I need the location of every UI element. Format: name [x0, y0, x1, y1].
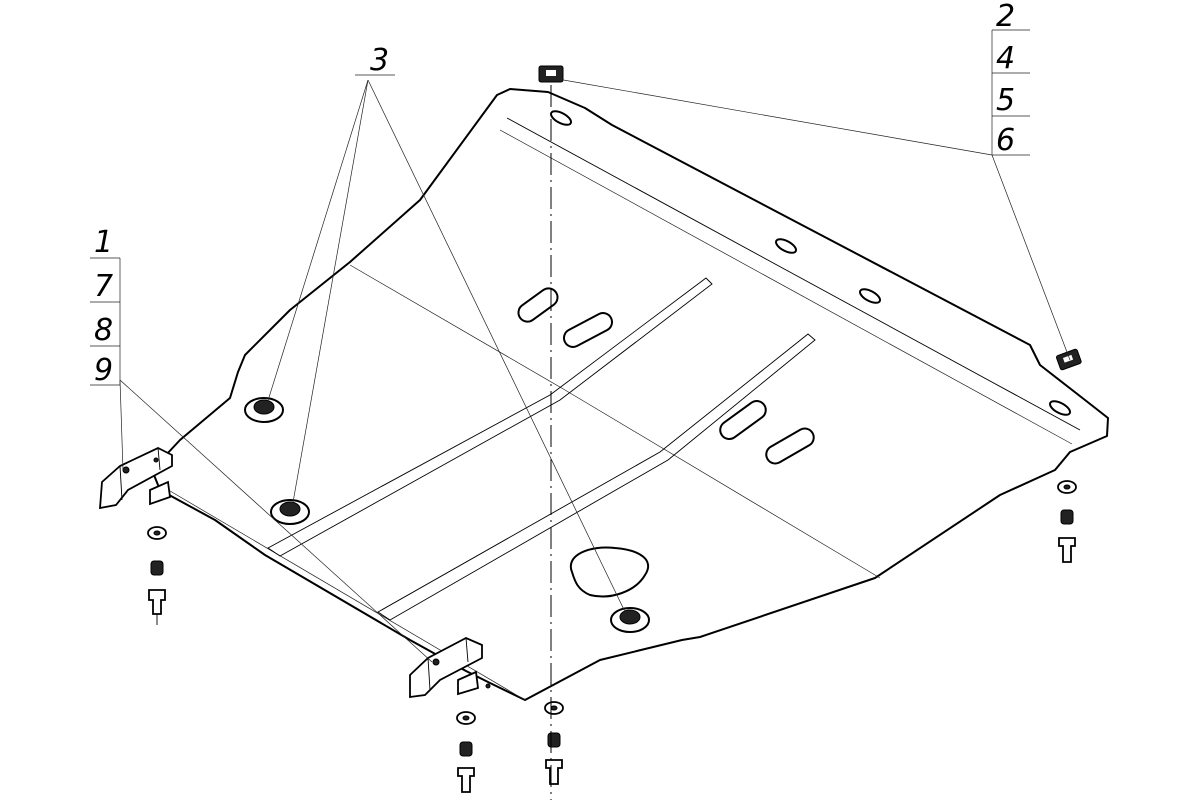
mounting-bracket-left: [99, 446, 173, 510]
leader-lines: [119, 74, 1071, 663]
fastener-set-right: [1057, 480, 1077, 563]
stiffening-rib-right: [377, 333, 816, 621]
callout-number: 4: [996, 41, 1015, 76]
rubber-bushing: [244, 397, 284, 423]
rubber-bushing: [270, 499, 310, 525]
cage-nut-clip-left: [538, 65, 564, 83]
callout-stack-left-dividers: [90, 257, 121, 386]
rubber-bushing: [610, 607, 650, 633]
callout-number: 3: [370, 43, 389, 78]
mounting-bracket-center: [409, 637, 491, 699]
fastener-set-center: [456, 711, 476, 793]
callout-stack-right-dividers: [991, 29, 1030, 156]
oil-drain-opening: [569, 546, 650, 598]
callout-number: 8: [94, 313, 113, 348]
callout-number: 6: [996, 123, 1015, 158]
fastener-set-left: [147, 526, 167, 625]
callout-number: 2: [996, 0, 1015, 34]
ventilation-slots: [517, 287, 815, 465]
panel-bend-line-1: [349, 264, 881, 579]
callout-number: 7: [94, 269, 113, 304]
front-flange-fold-2: [499, 129, 1073, 445]
skid-plate-outline: [151, 88, 1109, 701]
front-flange-fold: [506, 117, 1081, 431]
callout-number: 1: [94, 225, 113, 260]
stiffening-rib-left: [267, 277, 713, 557]
cage-nut-clip-right: [1055, 348, 1082, 371]
flange-mounting-holes: [550, 110, 1071, 416]
callout-number: 5: [996, 83, 1015, 118]
fastener-set-center-axis: [544, 701, 564, 785]
callout-number: 9: [94, 353, 113, 388]
